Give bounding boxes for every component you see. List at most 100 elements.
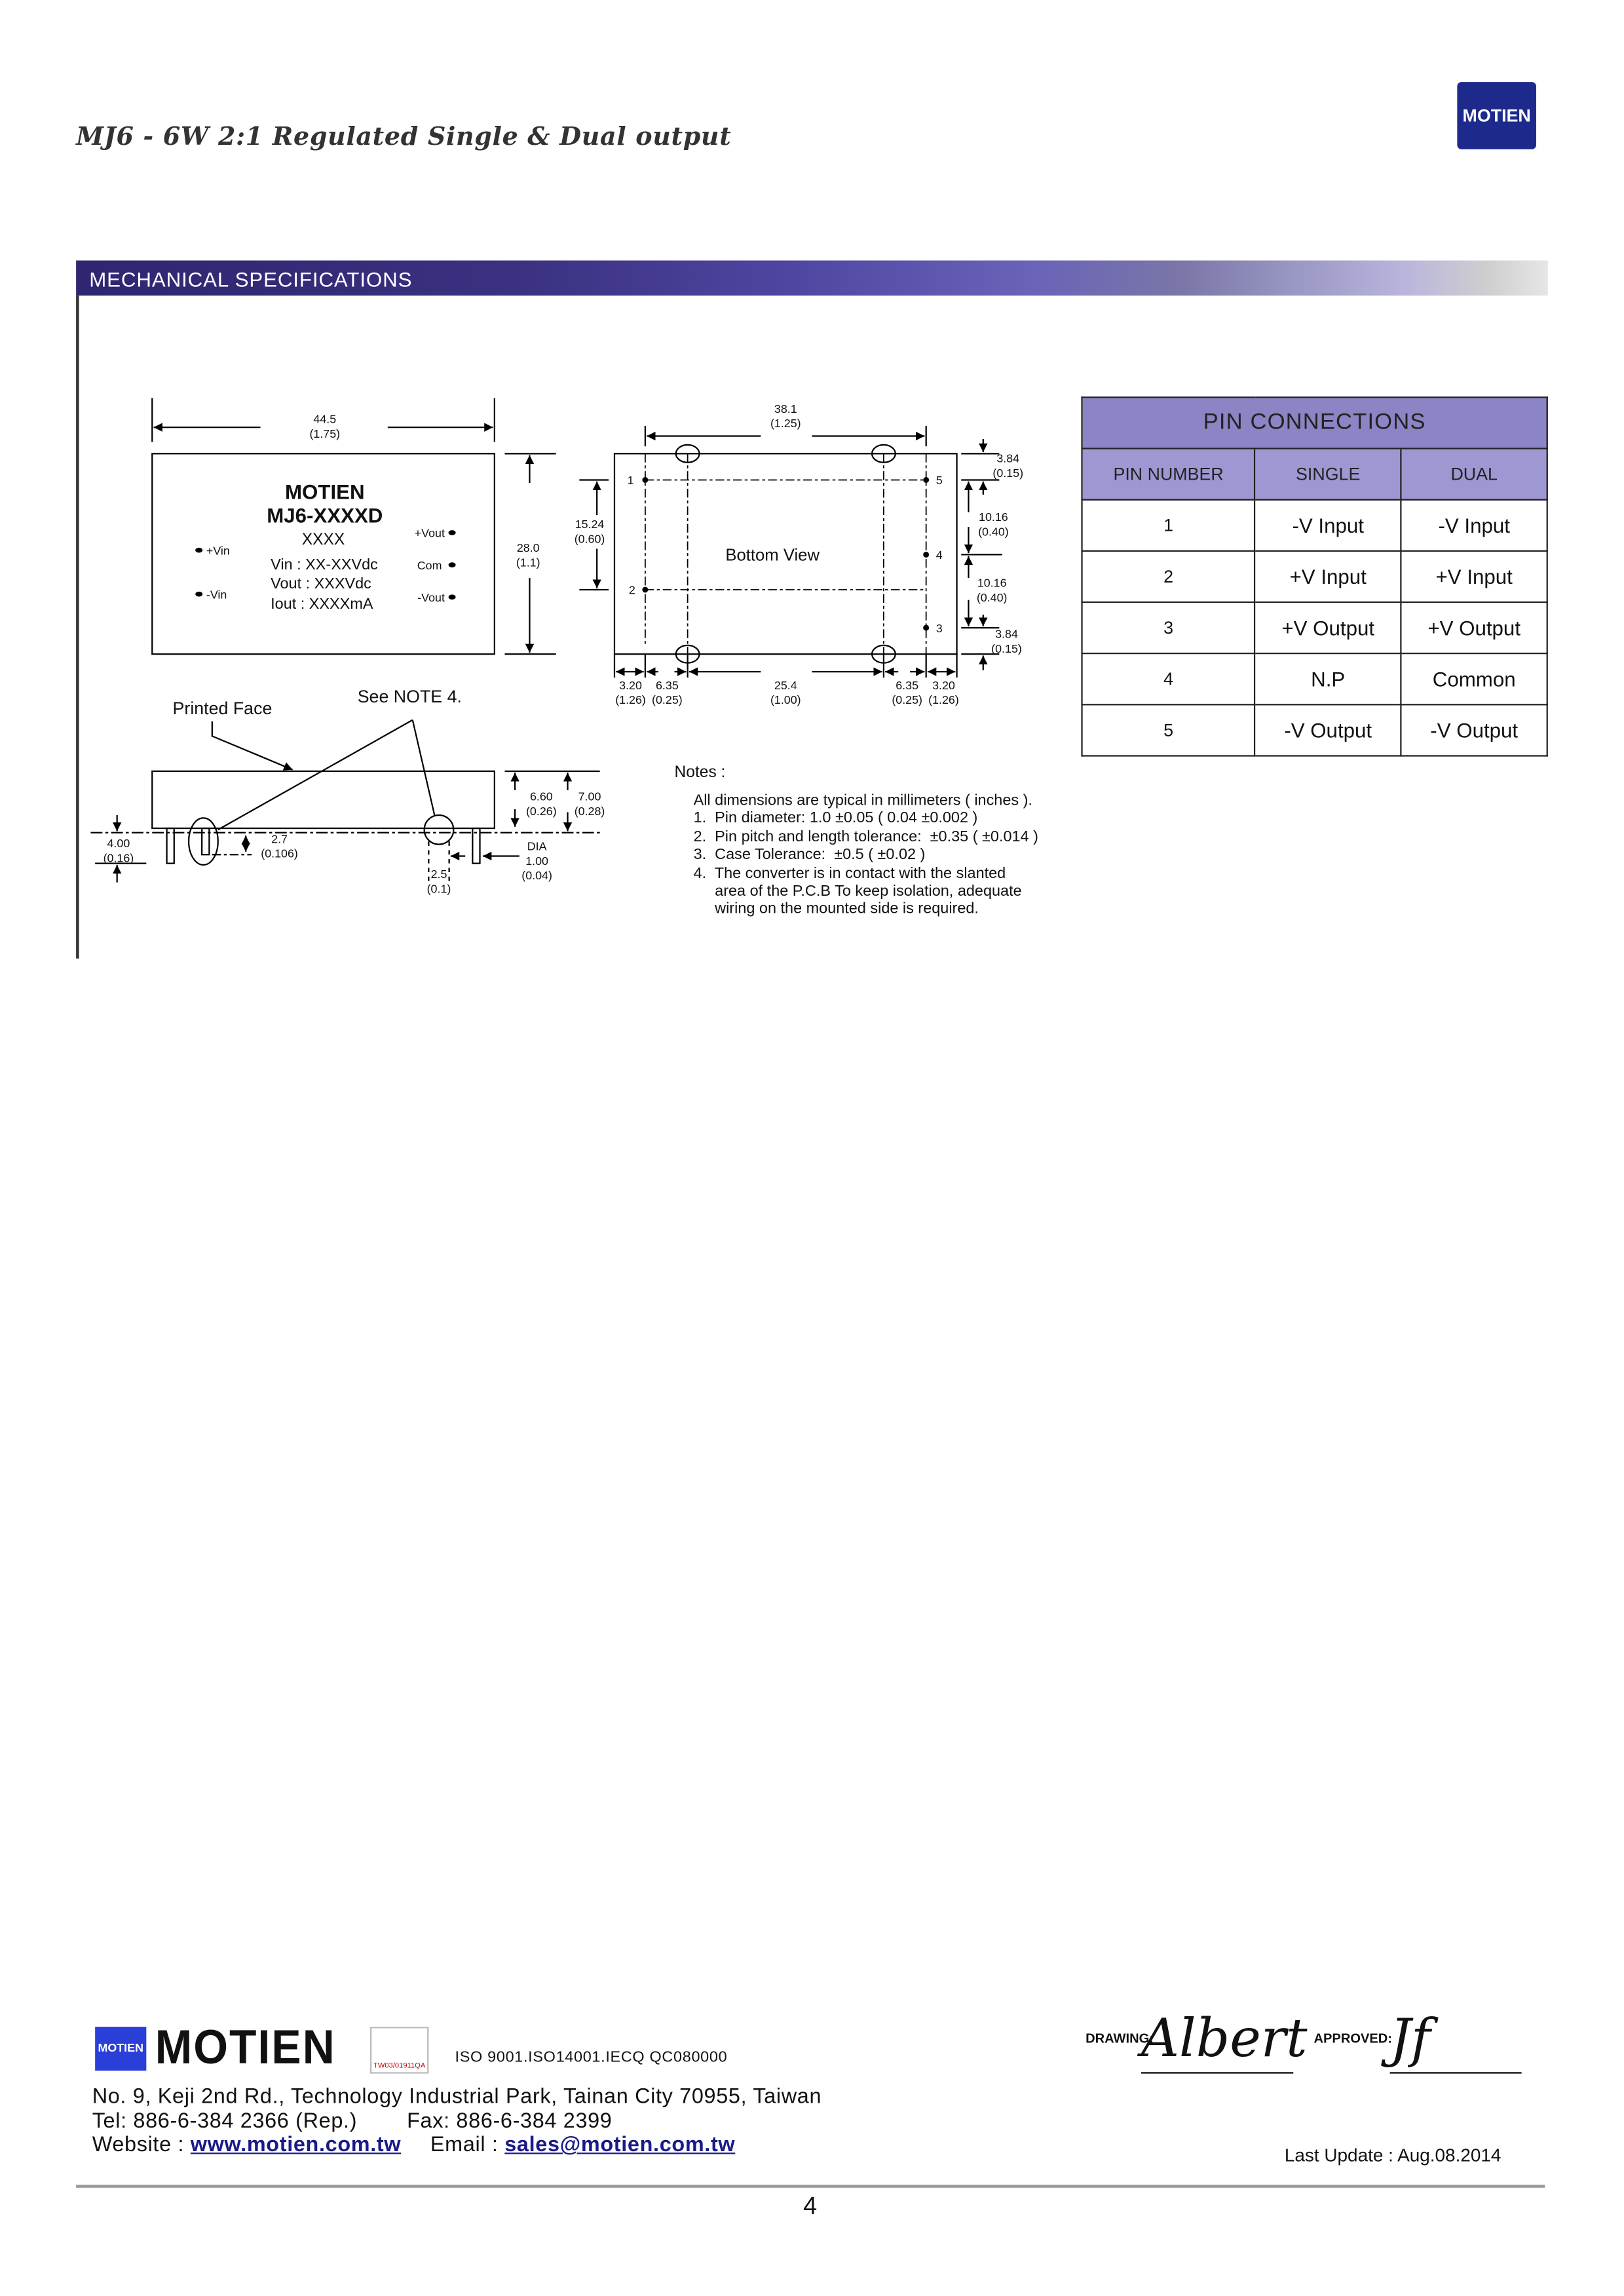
dim-b2-in: (0.25): [652, 693, 683, 706]
dim-b3-in: (1.00): [770, 693, 801, 706]
drawing-signature: Albert: [1141, 2008, 1308, 2074]
pin-number-1: 1: [628, 474, 634, 487]
dim-dia: 1.00: [525, 854, 548, 868]
email-link[interactable]: sales@motien.com.tw: [504, 2133, 736, 2157]
cell: 4: [1081, 653, 1256, 706]
dim-h2-in: (0.28): [575, 805, 605, 818]
iso-certifications: ISO 9001.ISO14001.IECQ QC080000: [455, 2048, 728, 2067]
last-update: Last Update : Aug.08.2014: [1284, 2145, 1501, 2166]
dim-h1: 6.60: [530, 790, 553, 803]
note-item: 1. Pin diameter: 1.0 ±0.05 ( 0.04 ±0.002…: [693, 809, 978, 828]
dim-width: 44.5: [313, 412, 336, 425]
cell: +V Input: [1254, 550, 1402, 603]
dim-pitch1: 10.16: [979, 510, 1008, 524]
dim-edge-bot: 3.84: [995, 628, 1018, 641]
side-view-outline: [151, 770, 495, 830]
top-view-outline: [151, 453, 495, 655]
certification-badge: TW03/01911QA: [370, 2027, 429, 2074]
address: No. 9, Keji 2nd Rd., Technology Industri…: [92, 2085, 822, 2109]
cell: +V Output: [1400, 601, 1548, 655]
table-row: 2+V Input+V Input: [1081, 550, 1548, 603]
see-note-label: See NOTE 4.: [358, 687, 462, 706]
dim-height: 28.0: [517, 541, 540, 554]
dim-edge-top-in: (0.15): [992, 467, 1023, 480]
footer-logo-icon: MOTIEN: [95, 2027, 147, 2071]
mechanical-drawing: 44.5 (1.75) 28.0 (1.1) 15.24 (0.60) MOTI…: [90, 398, 1023, 895]
cell: 3: [1081, 601, 1256, 655]
col-header-dual: DUAL: [1400, 448, 1548, 501]
note-item: 2. Pin pitch and length tolerance: ±0.35…: [693, 828, 1038, 846]
notes-list: All dimensions are typical in millimeter…: [694, 792, 1038, 919]
pin-label-pvin: +Vin: [206, 544, 230, 557]
cell: 5: [1081, 704, 1256, 757]
dim-pitch1-in: (0.40): [978, 525, 1009, 538]
fax: Fax: 886-6-384 2399: [407, 2109, 613, 2133]
dim-bv-width-in: (1.25): [770, 417, 801, 430]
cell: +V Output: [1254, 601, 1402, 655]
dim-dia-in: (0.04): [521, 869, 552, 882]
approved-label: APPROVED:: [1313, 2031, 1393, 2046]
table-row: 3+V Output+V Output: [1081, 601, 1548, 655]
notes-intro: All dimensions are typical in millimeter…: [693, 792, 1032, 810]
pin-label-nvout: -Vout: [417, 591, 445, 604]
cell: 1: [1081, 499, 1256, 552]
dim-b1-in: (1.26): [615, 693, 646, 706]
case-vout: Vout : XXXVdc: [271, 575, 371, 592]
dim-edge-top: 3.84: [996, 452, 1019, 465]
table-row: 5-V Output-V Output: [1081, 704, 1548, 757]
case-code: XXXX: [302, 531, 345, 548]
note-item: wiring on the mounted side is required.: [693, 900, 979, 919]
dim-b5: 3.20: [932, 679, 955, 692]
dim-b4-in: (0.25): [892, 693, 922, 706]
pin-connections-table: PIN CONNECTIONS PIN NUMBER SINGLE DUAL 1…: [1081, 396, 1548, 757]
drawing-label: DRAWING:: [1086, 2031, 1154, 2046]
note-item: 4. The converter is in contact with the …: [693, 864, 1006, 882]
pin-number-2: 2: [629, 584, 635, 597]
dim-pin-len: 4.00: [107, 837, 130, 850]
cell: 2: [1081, 550, 1256, 603]
dim-pitch2: 10.16: [977, 577, 1007, 590]
approved-signature: Jf: [1389, 2008, 1522, 2074]
section-divider: [76, 296, 79, 959]
note-item: 3. Case Tolerance: ±0.5 ( ±0.02 ): [693, 846, 926, 864]
notes-heading: Notes :: [674, 763, 726, 782]
case-brand: MOTIEN: [285, 481, 365, 504]
document-title: MJ6 - 6W 2:1 Regulated Single & Dual out…: [76, 123, 732, 153]
dim-b4: 6.35: [896, 679, 918, 692]
dim-h2: 7.00: [578, 790, 601, 803]
cell: -V Output: [1254, 704, 1402, 757]
cell: -V Input: [1254, 499, 1402, 552]
pin-number-4: 4: [936, 548, 943, 562]
dim-b1: 3.20: [619, 679, 642, 692]
case-model: MJ6-XXXXD: [267, 504, 383, 527]
dim-pitch-in: (0.60): [575, 533, 605, 546]
dim-b3: 25.4: [774, 679, 797, 692]
section-banner: MECHANICAL SPECIFICATIONS: [76, 260, 1548, 296]
dim-height-in: (1.1): [516, 556, 540, 569]
dim-standoff: 2.7: [271, 832, 288, 845]
cell: -V Output: [1400, 704, 1548, 757]
case-iout: Iout : XXXXmA: [271, 595, 373, 612]
tel: Tel: 886-6-384 2366 (Rep.): [92, 2109, 358, 2133]
website-link[interactable]: www.motien.com.tw: [190, 2133, 402, 2157]
pin-label-pvout: +Vout: [415, 527, 445, 540]
col-header-single: SINGLE: [1254, 448, 1402, 501]
bottom-view-outline: [613, 453, 958, 655]
cell: Common: [1400, 653, 1548, 706]
email-label: Email :: [430, 2133, 505, 2157]
cell: +V Input: [1400, 550, 1548, 603]
table-row: 1-V Input-V Input: [1081, 499, 1548, 552]
col-header-pin: PIN NUMBER: [1081, 448, 1256, 501]
printed-face-label: Printed Face: [173, 698, 273, 718]
dim-pin-len-in: (0.16): [104, 851, 134, 864]
case-vin: Vin : XX-XXVdc: [271, 556, 378, 573]
contact-info: No. 9, Keji 2nd Rd., Technology Industri…: [92, 2085, 821, 2158]
dim-edge-bot-in: (0.15): [991, 642, 1022, 655]
dim-b5-in: (1.26): [928, 693, 959, 706]
table-title: PIN CONNECTIONS: [1081, 396, 1548, 450]
section-title: MECHANICAL SPECIFICATIONS: [89, 267, 413, 292]
bottom-view-label: Bottom View: [725, 546, 820, 564]
page-number: 4: [803, 2192, 818, 2220]
pin-number-3: 3: [936, 622, 943, 635]
